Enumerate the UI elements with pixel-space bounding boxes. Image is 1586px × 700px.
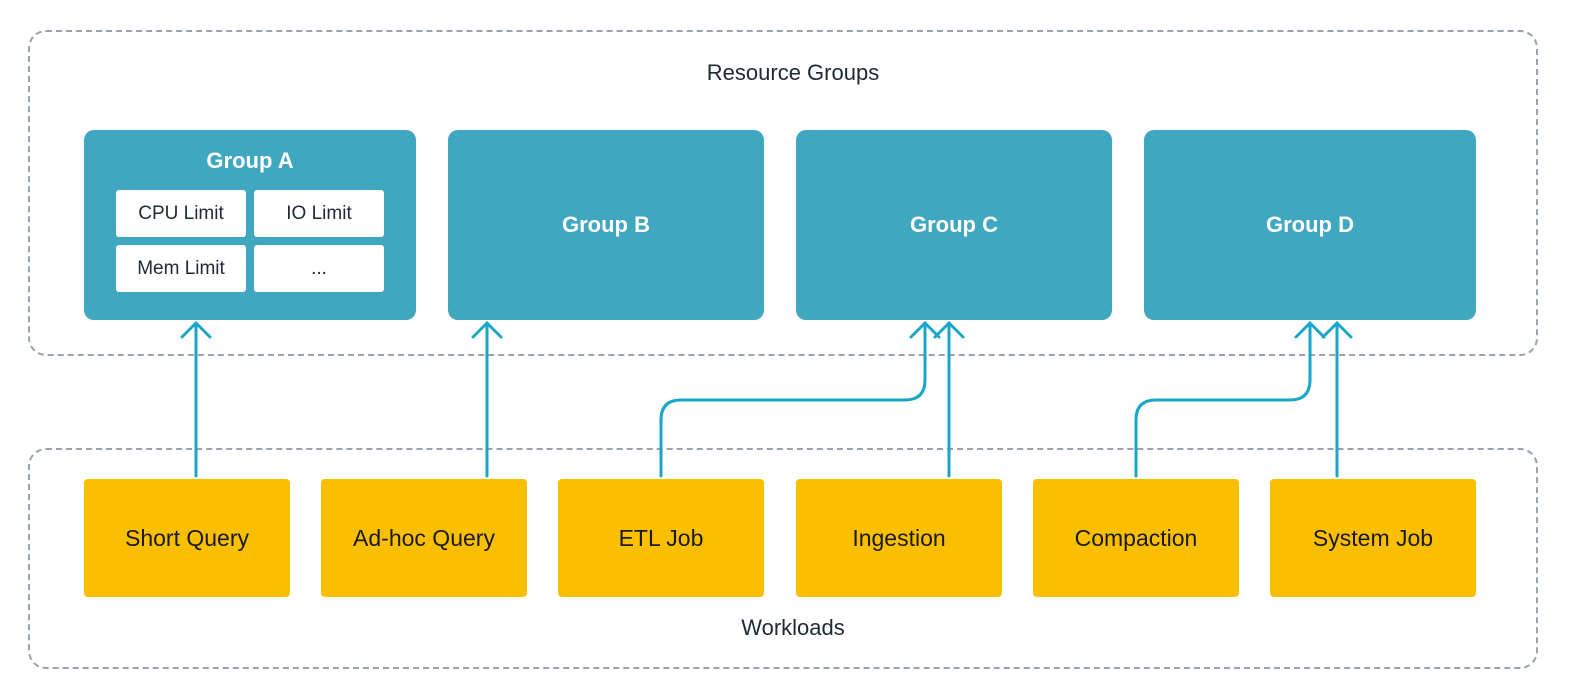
group-d: Group D [1144,130,1476,320]
group-c-title: Group C [910,212,998,237]
group-c: Group C [796,130,1112,320]
mem-limit-cell: Mem Limit [116,245,246,292]
workload-ingestion: Ingestion [796,479,1002,597]
group-a-title: Group A [206,148,294,173]
io-limit-cell: IO Limit [254,190,384,237]
workload-label: Ingestion [852,524,946,551]
workload-label: Ad-hoc Query [353,524,495,551]
workload-label: System Job [1312,524,1434,551]
workload-adhoc-query: Ad-hoc Query [321,479,527,597]
group-b-title: Group B [562,212,650,237]
cpu-limit-cell: CPU Limit [116,190,246,237]
workload-short-query: Short Query [84,479,290,597]
workload-system-job: System Job [1270,479,1476,597]
resource-groups-title: Resource Groups [706,60,880,85]
workload-compaction: Compaction [1033,479,1239,597]
group-d-title: Group D [1266,212,1354,237]
workload-label: Short Query [125,524,249,551]
workload-label: ETL Job [618,524,704,551]
workloads-title: Workloads [741,615,845,640]
workload-etl-job: ETL Job [558,479,764,597]
group-a: Group A CPU Limit IO Limit Mem Limit ... [84,130,416,320]
workload-label: Compaction [1074,524,1198,551]
more-limits-cell: ... [254,245,384,292]
group-b: Group B [448,130,764,320]
